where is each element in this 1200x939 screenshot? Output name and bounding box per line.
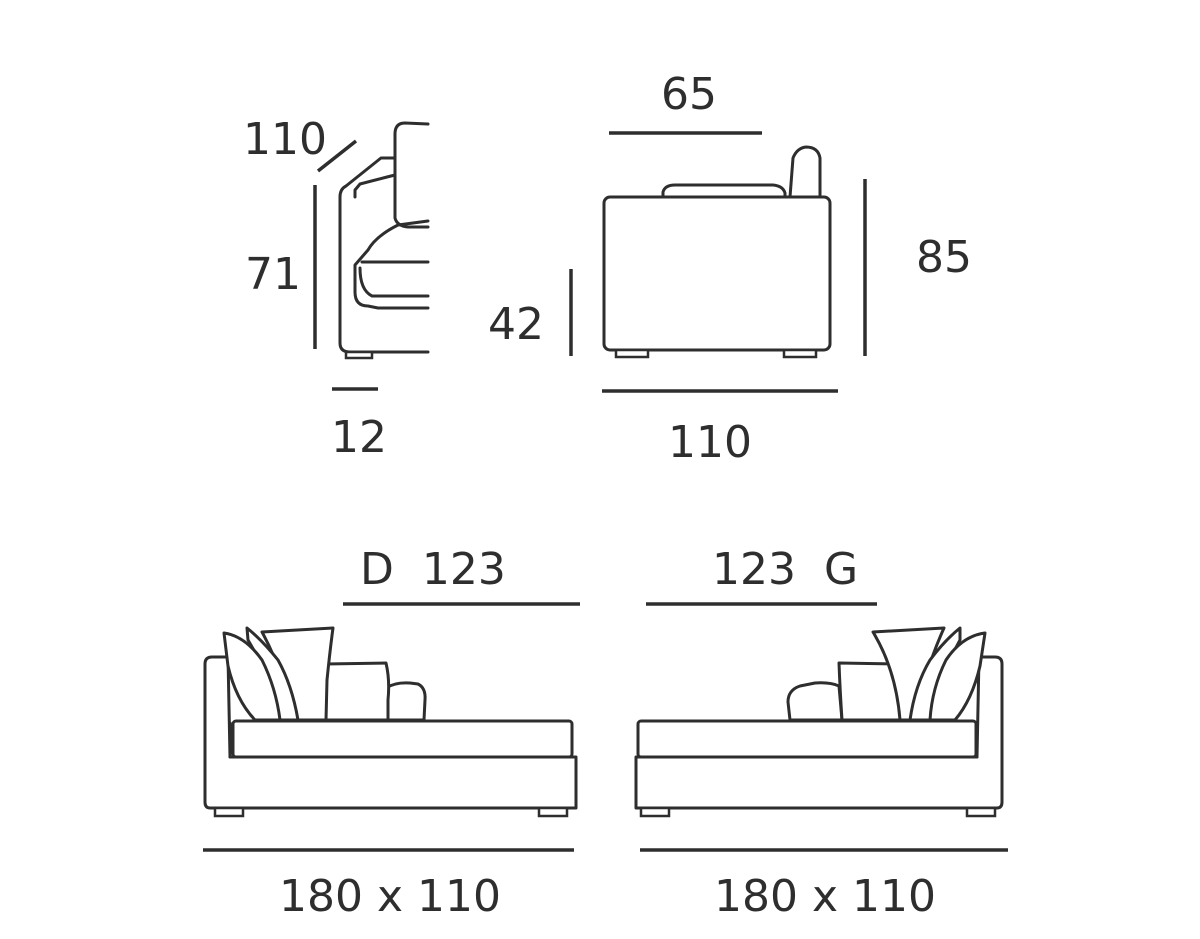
- side-foot-label: 12: [331, 412, 387, 463]
- front-width-label: 110: [668, 417, 752, 468]
- side-depth-label: 110: [243, 114, 327, 165]
- side-view-outline: [338, 121, 430, 360]
- front-view: 65 42 85 110: [488, 69, 972, 468]
- side-depth-line: [316, 139, 358, 173]
- front-view-outline: [602, 145, 832, 359]
- chaise-left-length-label: 123 G: [712, 544, 858, 595]
- chaise-left-size-label: 180 x 110: [714, 871, 936, 922]
- chaise-left-outline: [634, 626, 1004, 818]
- front-total-height-label: 85: [916, 232, 972, 283]
- chaise-right-size-label: 180 x 110: [279, 871, 501, 922]
- side-view: 110 71 12: [243, 114, 430, 463]
- side-height-label: 71: [245, 249, 301, 300]
- front-seat-height-label: 42: [488, 299, 544, 350]
- chaise-left: 123 G 180 x 110: [634, 544, 1008, 922]
- chaise-right-outline: [203, 626, 578, 818]
- chaise-right-length-label: D 123: [360, 544, 506, 595]
- chaise-right: D 123 180 x 110: [203, 544, 580, 922]
- front-top-width-label: 65: [661, 69, 717, 120]
